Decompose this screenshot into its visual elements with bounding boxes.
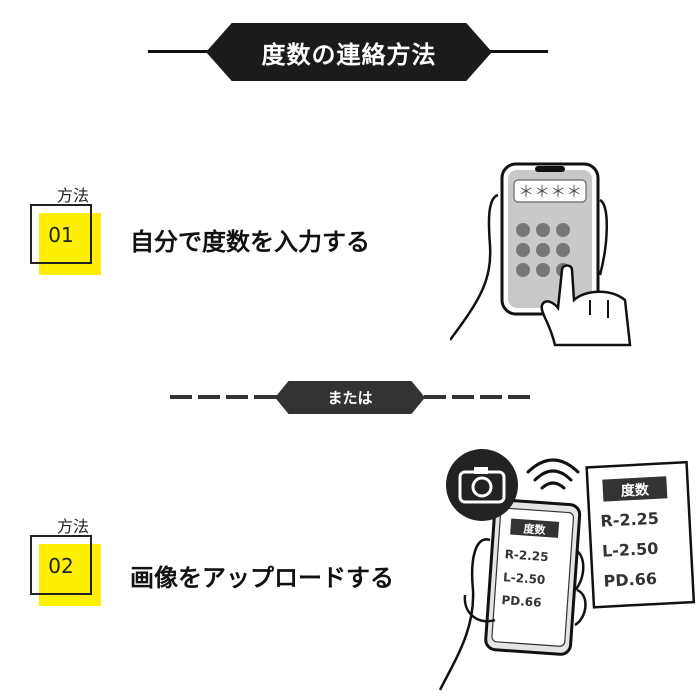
card-line-l: L-2.50: [602, 539, 659, 561]
keypad-key: [536, 223, 550, 237]
hand-outline-left: [450, 193, 499, 341]
screen-card-title-bg: [510, 518, 560, 538]
screen-card-line-r: R-2.25: [504, 547, 549, 564]
phone-notch: [535, 166, 565, 172]
card-line-r: R-2.25: [600, 509, 659, 531]
keypad-key: [556, 223, 570, 237]
phone-keypad-illustration: ＊＊＊＊: [450, 162, 632, 347]
divider-dash: [508, 395, 530, 399]
method-label: 方法: [56, 517, 89, 536]
divider-dash: [452, 395, 474, 399]
divider-dash: [480, 395, 502, 399]
camera-badge: [446, 449, 518, 521]
keypad-key: [536, 243, 550, 257]
method-label: 方法: [56, 186, 89, 205]
method-number-box: 02: [30, 535, 101, 606]
card-title: 度数: [621, 481, 651, 499]
hand-outline-left: [438, 538, 491, 691]
method-number-frame: [30, 535, 92, 595]
pin-masked-value: ＊＊＊＊: [518, 182, 582, 201]
method-number-box: 01: [30, 204, 101, 275]
hand-outline-right: [598, 198, 608, 276]
keypad-key: [556, 243, 570, 257]
divider-dash: [226, 395, 248, 399]
card-line-pd: PD.66: [603, 569, 657, 591]
wifi-signal-icon: [526, 458, 580, 490]
pin-input-field: [513, 179, 587, 203]
screen-card-line-l: L-2.50: [503, 570, 546, 587]
method-number-frame: [30, 204, 92, 264]
screen-card-line-pd: PD.66: [501, 593, 542, 610]
phone-screen: [491, 507, 575, 647]
divider-dash: [198, 395, 220, 399]
keypad-key: [516, 243, 530, 257]
keypad-key: [516, 263, 530, 277]
method-01-text: 自分で度数を入力する: [130, 228, 370, 256]
or-divider: または: [275, 381, 425, 414]
photo-upload-illustration: 度数 R-2.25 L-2.50 PD.66 度数 R-2.25 L-2.50 …: [438, 449, 696, 691]
finger-creases: [589, 300, 609, 318]
upload-phone: 度数 R-2.25 L-2.50 PD.66: [484, 498, 582, 656]
divider-dash: [254, 395, 278, 399]
prescription-card: 度数 R-2.25 L-2.50 PD.66: [585, 460, 696, 609]
method-number: 02: [48, 554, 74, 578]
camera-icon: [458, 467, 506, 504]
pointing-finger-icon: [540, 264, 632, 347]
thumb-outline: [463, 594, 496, 623]
keypad-key: [516, 223, 530, 237]
header-line-right: [484, 50, 548, 53]
method-02-text: 画像をアップロードする: [130, 564, 394, 592]
page-title: 度数の連絡方法: [206, 23, 492, 81]
method-number: 01: [48, 223, 74, 247]
header-line-left: [148, 50, 213, 53]
screen-card-title: 度数: [523, 521, 547, 537]
card-title-bg: [602, 476, 668, 502]
divider-dash: [170, 395, 192, 399]
keypad-key: [536, 263, 550, 277]
divider-dash: [424, 395, 446, 399]
